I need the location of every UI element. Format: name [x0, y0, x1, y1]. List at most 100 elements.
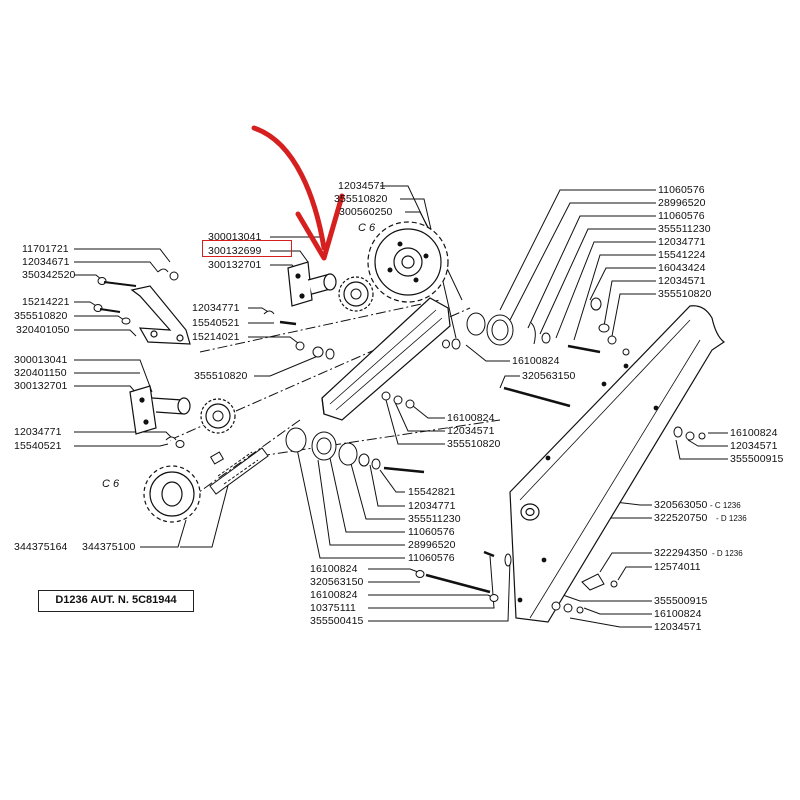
leader-line: [599, 552, 652, 573]
part-number-label: 11701721: [22, 243, 69, 255]
leader-line: [368, 594, 495, 599]
part-number-label: 12034771: [14, 426, 62, 438]
suffix-label: - D 1236: [716, 514, 747, 523]
leader-line: [180, 469, 233, 548]
leader-line: [74, 443, 169, 447]
leader-line: [349, 459, 405, 520]
part-number-label: 16100824: [447, 412, 495, 424]
leader-line: [248, 336, 299, 344]
leader-line: [675, 439, 728, 460]
suffix-label: - D 1236: [712, 549, 743, 558]
leader-line: [74, 315, 125, 321]
part-number-label: 12034771: [192, 302, 240, 314]
part-number-label: 322520750: [654, 512, 708, 524]
part-number-label: 16100824: [730, 427, 778, 439]
part-number-label: 344375164: [14, 541, 68, 553]
leader-line: [573, 254, 656, 341]
leader-line: [329, 457, 405, 533]
reference-box: D1236 AUT. N. 5C81944: [38, 590, 194, 612]
part-number-label: 12034571: [730, 440, 778, 452]
part-number-label: 344375100: [82, 541, 136, 553]
leader-line: [583, 607, 652, 615]
leader-line: [254, 355, 319, 377]
part-number-label: 12034771: [658, 236, 706, 248]
leader-line: [687, 439, 728, 447]
leader-line: [74, 385, 139, 396]
leader-line: [559, 593, 652, 602]
part-number-label: 16100824: [310, 589, 358, 601]
leader-line: [379, 469, 405, 493]
group-label-c6: C 6: [102, 478, 120, 490]
leader-line: [393, 399, 445, 432]
part-number-label: 355510820: [447, 438, 501, 450]
leader-line: [270, 250, 309, 263]
part-number-label: 320401150: [14, 367, 67, 379]
part-number-label: 300013041: [14, 354, 68, 366]
part-number-label: 11060576: [408, 552, 455, 564]
leader-line: [589, 267, 656, 301]
part-number-label: 300132699: [208, 245, 262, 257]
leader-line: [74, 329, 137, 337]
part-number-label: 355511230: [408, 513, 461, 525]
part-number-label: 355510820: [658, 288, 712, 300]
part-number-label: 10375111: [310, 602, 356, 614]
part-number-label: 320563150: [522, 370, 576, 382]
part-number-label: 15214221: [22, 296, 70, 308]
part-number-label: 11060576: [658, 210, 705, 222]
drive-sprocket: [143, 465, 201, 523]
leader-line: [400, 198, 457, 339]
part-number-label: 12034571: [447, 425, 495, 437]
part-number-label: 300013041: [208, 231, 262, 243]
leader-line: [74, 359, 153, 393]
axis-line: [199, 299, 441, 353]
part-number-label: 355510820: [334, 193, 388, 205]
chain-link: [209, 447, 269, 495]
leader-line: [140, 519, 187, 548]
part-number-label: 15542821: [408, 486, 456, 498]
large-sprocket: [367, 221, 449, 303]
leader-line: [368, 559, 511, 622]
leader-line: [611, 293, 656, 337]
part-number-label: 28996520: [408, 539, 456, 551]
part-number-label: 350342520: [22, 269, 76, 281]
part-number-label: 355510820: [194, 370, 248, 382]
leader-line: [407, 401, 445, 419]
part-number-label: 16100824: [310, 563, 358, 575]
leader-line: [74, 248, 171, 263]
idler-sprocket-top: [338, 276, 374, 312]
part-number-label: 300132701: [208, 259, 262, 271]
part-number-label: 322294350: [654, 547, 708, 559]
part-number-label: 28996520: [658, 197, 706, 209]
leader-line: [499, 375, 520, 389]
leader-line: [603, 280, 656, 327]
part-number-label: 12034771: [408, 500, 456, 512]
highlight-box: [202, 240, 292, 257]
part-number-label: 16100824: [654, 608, 702, 620]
leader-line: [295, 443, 405, 559]
leader-line: [368, 555, 495, 609]
leader-line: [74, 261, 159, 273]
leader-line: [499, 189, 656, 311]
slide-rail: [321, 297, 451, 421]
leader-line: [539, 228, 656, 335]
axis-line: [159, 419, 301, 521]
part-number-label: 12574011: [654, 561, 701, 573]
part-number-label: 300560250: [339, 206, 393, 218]
side-plate: [509, 305, 726, 623]
leader-line: [368, 568, 419, 573]
part-number-label: 12034571: [654, 621, 702, 633]
part-number-label: 320563150: [310, 576, 364, 588]
part-number-label: 355500415: [310, 615, 364, 627]
highlight-arrow: [251, 125, 345, 261]
group-label-c6: C 6: [358, 222, 376, 234]
idler-sprocket-lower: [200, 398, 236, 434]
part-number-label: 12034671: [22, 256, 70, 268]
leader-line: [369, 464, 405, 507]
leader-line: [569, 617, 652, 628]
part-number-label: 355500915: [730, 453, 784, 465]
part-number-label: 15541224: [658, 249, 706, 261]
part-number-label: 15540521: [192, 317, 240, 329]
leader-line: [317, 459, 405, 546]
part-number-label: 12034571: [658, 275, 706, 287]
